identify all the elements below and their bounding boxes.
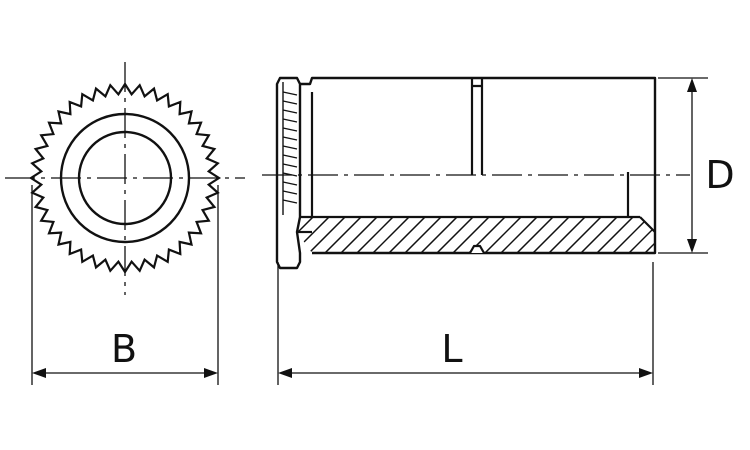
dimension-d-arrow-bottom <box>687 239 697 253</box>
knurled-outer-profile <box>28 81 222 275</box>
hatch-line <box>297 217 337 253</box>
hatch-line <box>365 217 417 253</box>
hatch-line <box>573 217 625 253</box>
bore-chamfer-line <box>639 216 656 233</box>
hatch-line <box>333 217 385 253</box>
hatch-line <box>397 217 449 253</box>
dimension-d-label: D <box>705 153 734 197</box>
hatch-line <box>445 217 497 253</box>
outer-bore-circle <box>59 112 191 244</box>
knurl-mark <box>282 172 298 177</box>
hatch-line <box>381 217 433 253</box>
hatch-line <box>637 217 655 253</box>
hatch-line <box>297 217 321 253</box>
hatch-line <box>557 217 609 253</box>
hatch-line <box>621 217 655 253</box>
top-relief-groove <box>470 78 484 175</box>
dimension-l-label: L <box>441 327 462 371</box>
hatch-line <box>413 217 465 253</box>
knurl-mark <box>282 118 298 123</box>
knurl-mark <box>282 199 298 204</box>
inner-bore-circle <box>77 130 173 226</box>
hatch-line <box>525 217 577 253</box>
dimension-l-arrow-left <box>278 368 292 378</box>
hatch-line <box>589 217 641 253</box>
knurl-mark <box>282 100 298 105</box>
knurl-mark <box>282 163 298 168</box>
dimension-b: B <box>31 185 219 385</box>
dimension-d: D <box>658 77 735 254</box>
knurl-mark <box>282 190 298 195</box>
knurl-mark <box>282 91 298 96</box>
dimension-l-arrow-right <box>639 368 653 378</box>
knurl-mark <box>282 181 298 186</box>
side-view <box>262 76 690 270</box>
end-view <box>5 62 245 295</box>
knurl-mark <box>282 109 298 114</box>
hatch-line <box>541 217 593 253</box>
hatch-line <box>429 217 481 253</box>
hatch-line <box>477 217 529 253</box>
sleeve-body-outline <box>300 76 657 255</box>
hatch-line <box>493 217 545 253</box>
hatch-line <box>317 217 369 253</box>
knurl-mark <box>282 145 298 150</box>
dimension-b-arrow-left <box>32 368 46 378</box>
flange-knurl-marks <box>282 82 298 215</box>
dimension-b-arrow-right <box>204 368 218 378</box>
bottom-relief-groove <box>469 244 485 254</box>
knurl-mark <box>282 136 298 141</box>
hatch-line <box>349 217 401 253</box>
dimension-b-label: B <box>111 327 137 371</box>
hatch-line <box>509 217 561 253</box>
flange-head-outline <box>275 76 302 270</box>
knurl-mark <box>282 154 298 159</box>
dimension-l: L <box>277 262 654 385</box>
knurl-mark <box>282 127 298 132</box>
dimension-d-arrow-top <box>687 78 697 92</box>
